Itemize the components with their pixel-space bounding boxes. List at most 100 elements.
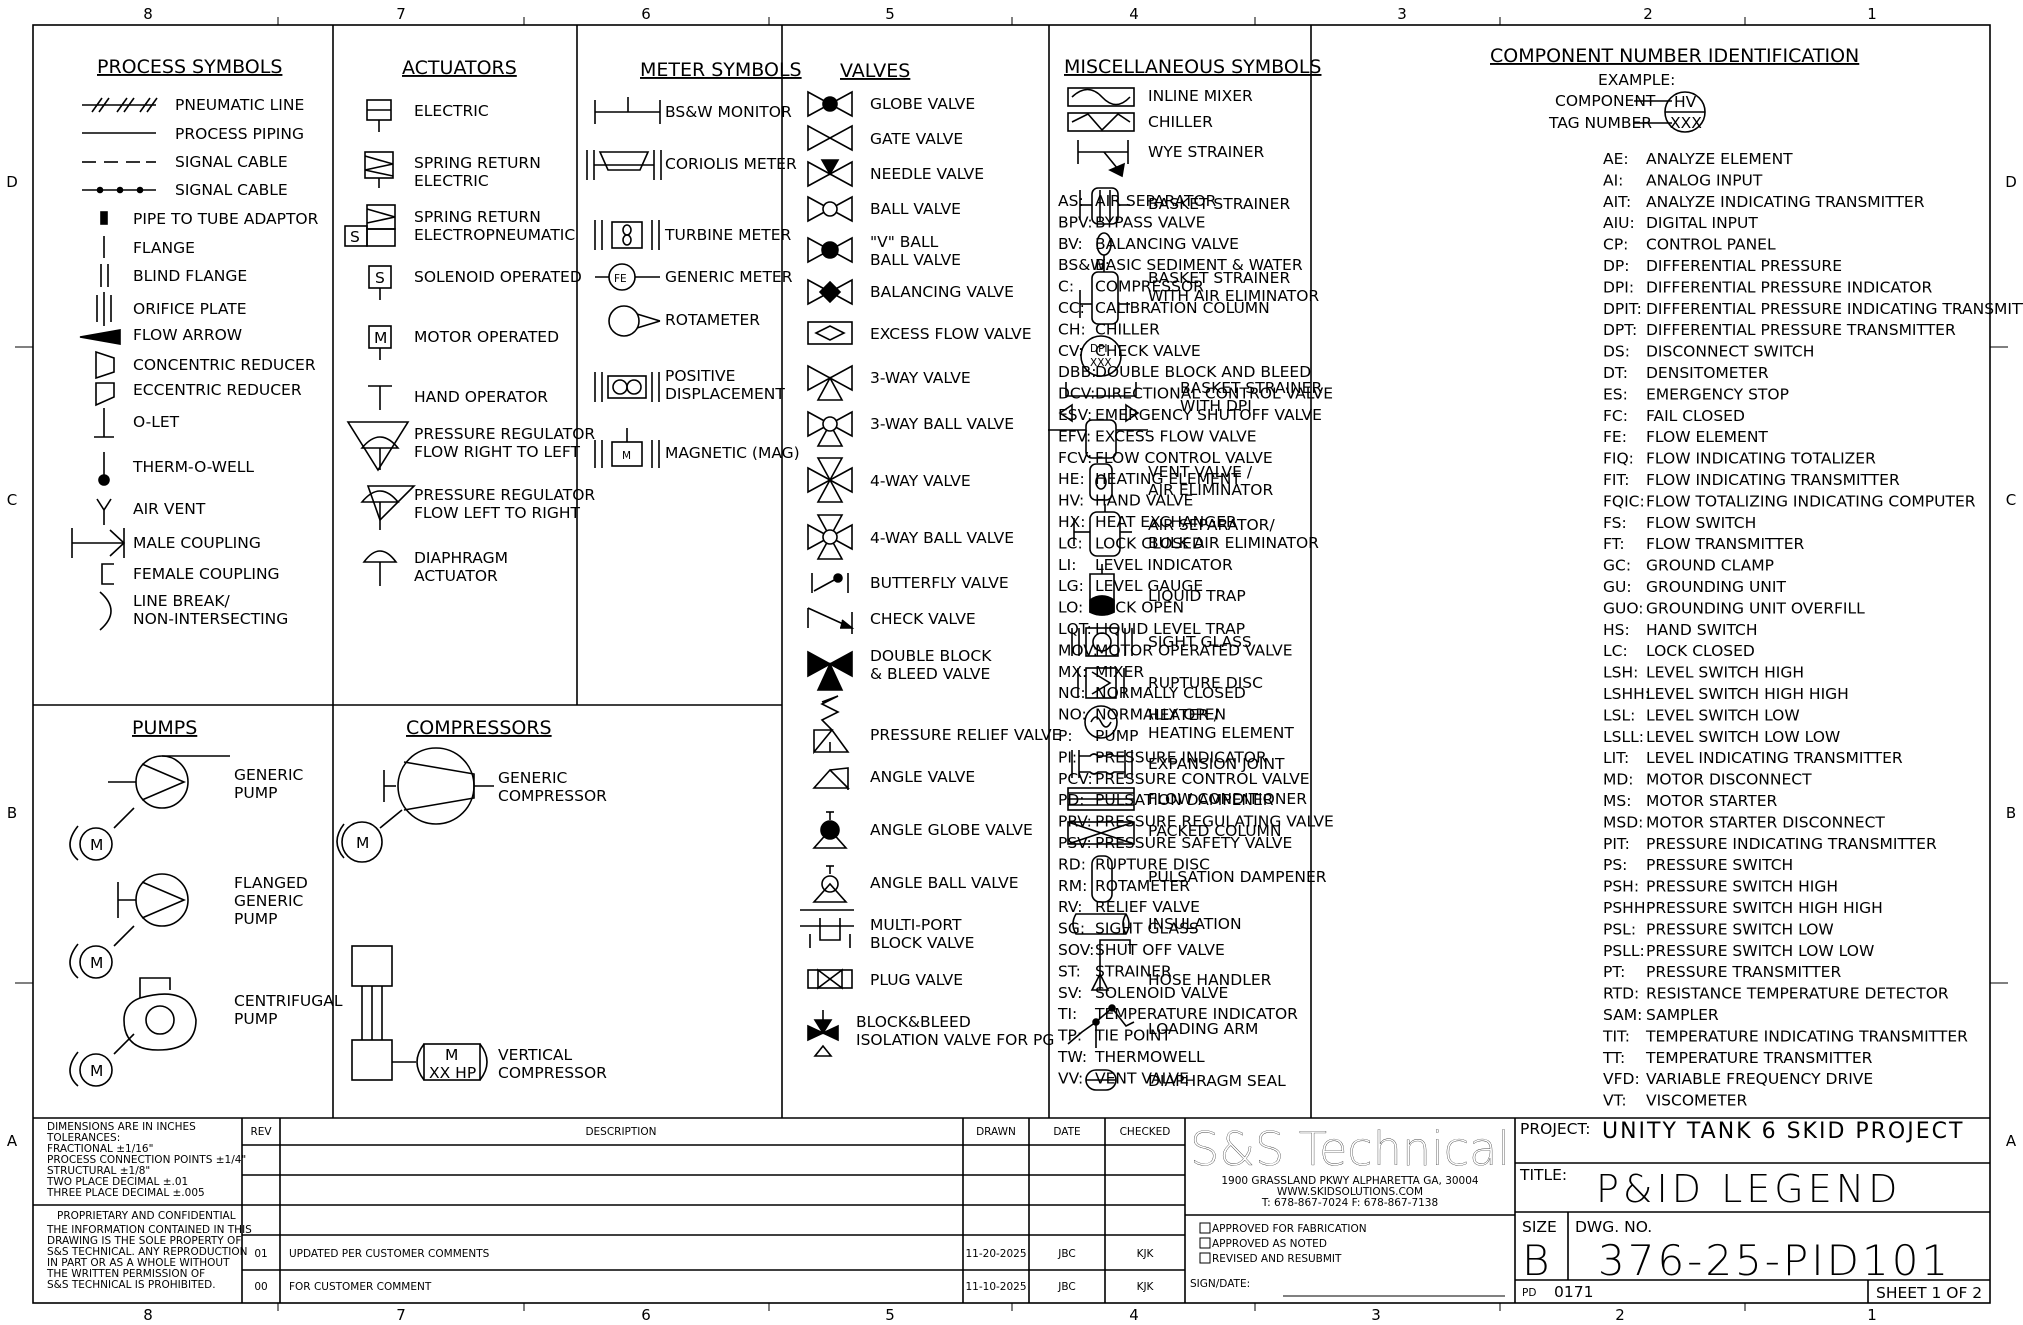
three-way-ball-valve-icon: [807, 410, 853, 447]
pressure-regulator-rtl-icon: [346, 421, 410, 472]
abbr-description: PRESSURE SWITCH LOW LOW: [1646, 942, 1874, 960]
generic-meter-icon: [595, 263, 660, 291]
abbr-description: VENT VALVE: [1095, 1069, 1189, 1087]
butterfly-valve-icon: [811, 573, 849, 593]
item-label: O-LET: [133, 413, 180, 431]
item-label: 3-WAY BALL VALVE: [870, 415, 1014, 433]
abbr-code: DT:: [1603, 364, 1628, 382]
check-valve-icon: [807, 607, 855, 634]
item-label: ELECTRIC: [414, 172, 489, 190]
item-label: FLANGED: [234, 874, 308, 892]
glyph: M: [356, 834, 369, 852]
approval-checkbox[interactable]: [1199, 1237, 1211, 1249]
address-line: T: 678-867-7024 F: 678-867-7138: [1261, 1197, 1438, 1209]
grid-col: 4: [1129, 5, 1139, 23]
abbr-code: FS:: [1603, 514, 1627, 532]
wye-strainer-icon: [1077, 140, 1129, 178]
item-label: PACKED COLUMN: [1148, 822, 1282, 840]
project-label: PROJECT:: [1520, 1120, 1591, 1138]
abbr-code: DPT:: [1603, 321, 1637, 339]
section-title: ACTUATORS: [402, 57, 517, 79]
item-label: BALANCING VALVE: [870, 283, 1014, 301]
item-label: GENERIC: [234, 892, 303, 910]
item-label: FLOW LEFT TO RIGHT: [414, 504, 581, 522]
approval-checkbox[interactable]: [1199, 1252, 1211, 1264]
item-label: ANGLE GLOBE VALVE: [870, 821, 1033, 839]
pulsation-dampener-icon: [1091, 855, 1113, 903]
abbr-code: RV:: [1058, 898, 1082, 916]
item-label: BULK AIR ELIMINATOR: [1148, 534, 1319, 552]
rev-cell: KJK: [1137, 1281, 1155, 1293]
misc-symbols-section: MISCELLANEOUS SYMBOLS INLINE MIXER CHILL…: [1048, 56, 1327, 1091]
section-title: PUMPS: [132, 717, 197, 739]
item-label: BALL VALVE: [870, 251, 961, 269]
abbr-description: CHECK VALVE: [1095, 342, 1201, 360]
blind-flange-icon: [100, 264, 109, 287]
abbr-description: DOUBLE BLOCK AND BLEED: [1095, 363, 1311, 381]
company-logo: S&S Technical: [1190, 1122, 1510, 1176]
abbr-code: FE:: [1603, 428, 1627, 446]
abbr-description: LEVEL SWITCH LOW: [1646, 706, 1800, 724]
tolerance-notes: DIMENSIONS ARE IN INCHES TOLERANCES: FRA…: [46, 1121, 246, 1199]
abbr-code: NO:: [1058, 706, 1087, 724]
abbr-code: FC:: [1603, 407, 1628, 425]
item-label: COMPRESSOR: [498, 1064, 607, 1082]
approval-label: APPROVED FOR FABRICATION: [1212, 1223, 1367, 1235]
abbr-code: MOV:: [1058, 641, 1098, 659]
abbr-description: HEAT EXCHANGER: [1095, 513, 1237, 531]
approval-checkbox[interactable]: [1199, 1222, 1211, 1234]
abbr-description: FLOW TOTALIZING INDICATING COMPUTER: [1646, 492, 1976, 510]
item-label: HEATER /: [1148, 706, 1220, 724]
item-label: VERTICAL: [498, 1046, 573, 1064]
abbr-description: PRESSURE SWITCH: [1646, 856, 1793, 874]
abbr-description: SAMPLER: [1646, 1006, 1719, 1024]
abbr-description: ANALOG INPUT: [1646, 171, 1763, 189]
notice-line: S&S TECHNICAL IS PROHIBITED.: [47, 1279, 216, 1291]
abbr-description: NORMALLY CLOSED: [1095, 684, 1246, 702]
item-label: 4-WAY VALVE: [870, 472, 971, 490]
item-label: PNEUMATIC LINE: [175, 96, 304, 114]
item-label: BLOCK VALVE: [870, 934, 974, 952]
abbr-code: MSD:: [1603, 813, 1643, 831]
abbr-description: BALANCING VALVE: [1095, 235, 1239, 253]
address-line: WWW.SKIDSOLUTIONS.COM: [1277, 1186, 1423, 1198]
grid-row: B: [7, 804, 17, 822]
item-label: HOSE HANDLER: [1148, 971, 1272, 989]
item-label: VENT VALVE /: [1148, 463, 1253, 481]
notice-line: DRAWING IS THE SOLE PROPERTY OF: [47, 1235, 241, 1247]
abbr-description: LEVEL SWITCH HIGH HIGH: [1646, 685, 1849, 703]
item-label: CHILLER: [1148, 113, 1213, 131]
angle-globe-valve-icon: [812, 811, 848, 849]
turbine-meter-icon: [594, 220, 660, 250]
item-label: PRESSURE RELIEF VALVE: [870, 726, 1061, 744]
abbr-code: SOV:: [1058, 941, 1094, 959]
grid-col: 6: [641, 5, 651, 23]
abbr-code: FIQ:: [1603, 450, 1634, 468]
col-header: CHECKED: [1120, 1126, 1171, 1138]
abbr-code: AI:: [1603, 171, 1623, 189]
abbr-description: FLOW INDICATING TOTALIZER: [1646, 450, 1876, 468]
glyph: S: [350, 228, 360, 246]
inline-mixer-icon: [1067, 87, 1135, 107]
abbr-code: VV:: [1058, 1069, 1083, 1087]
abbr-description: THERMOWELL: [1094, 1048, 1205, 1066]
abbr-code: PT:: [1603, 963, 1625, 981]
approval-label: REVISED AND RESUBMIT: [1212, 1253, 1342, 1265]
abbr-description: EMERGENCY STOP: [1646, 385, 1789, 403]
abbr-code: PSH:: [1603, 878, 1639, 896]
grid-col: 1: [1867, 1306, 1877, 1324]
abbr-description: DISCONNECT SWITCH: [1646, 343, 1814, 361]
tag-bubble-icon: [1634, 91, 1706, 133]
section-title: COMPONENT NUMBER IDENTIFICATION: [1490, 45, 1859, 67]
abbr-description: PRESSURE SWITCH HIGH HIGH: [1646, 899, 1883, 917]
pressure-regulator-ltr-icon: [360, 485, 416, 530]
item-label: AIR ELIMINATOR: [1148, 481, 1273, 499]
item-label: ELECTRIC: [414, 102, 489, 120]
abbr-description: LEVEL SWITCH LOW LOW: [1646, 728, 1840, 746]
glyph: M: [90, 1062, 103, 1080]
size-label: SIZE: [1522, 1218, 1557, 1236]
motor-operated-icon: [368, 325, 392, 360]
abbr-description: FLOW SWITCH: [1646, 514, 1756, 532]
abbr-code: PSL:: [1603, 920, 1636, 938]
item-label: LOADING ARM: [1148, 1020, 1258, 1038]
